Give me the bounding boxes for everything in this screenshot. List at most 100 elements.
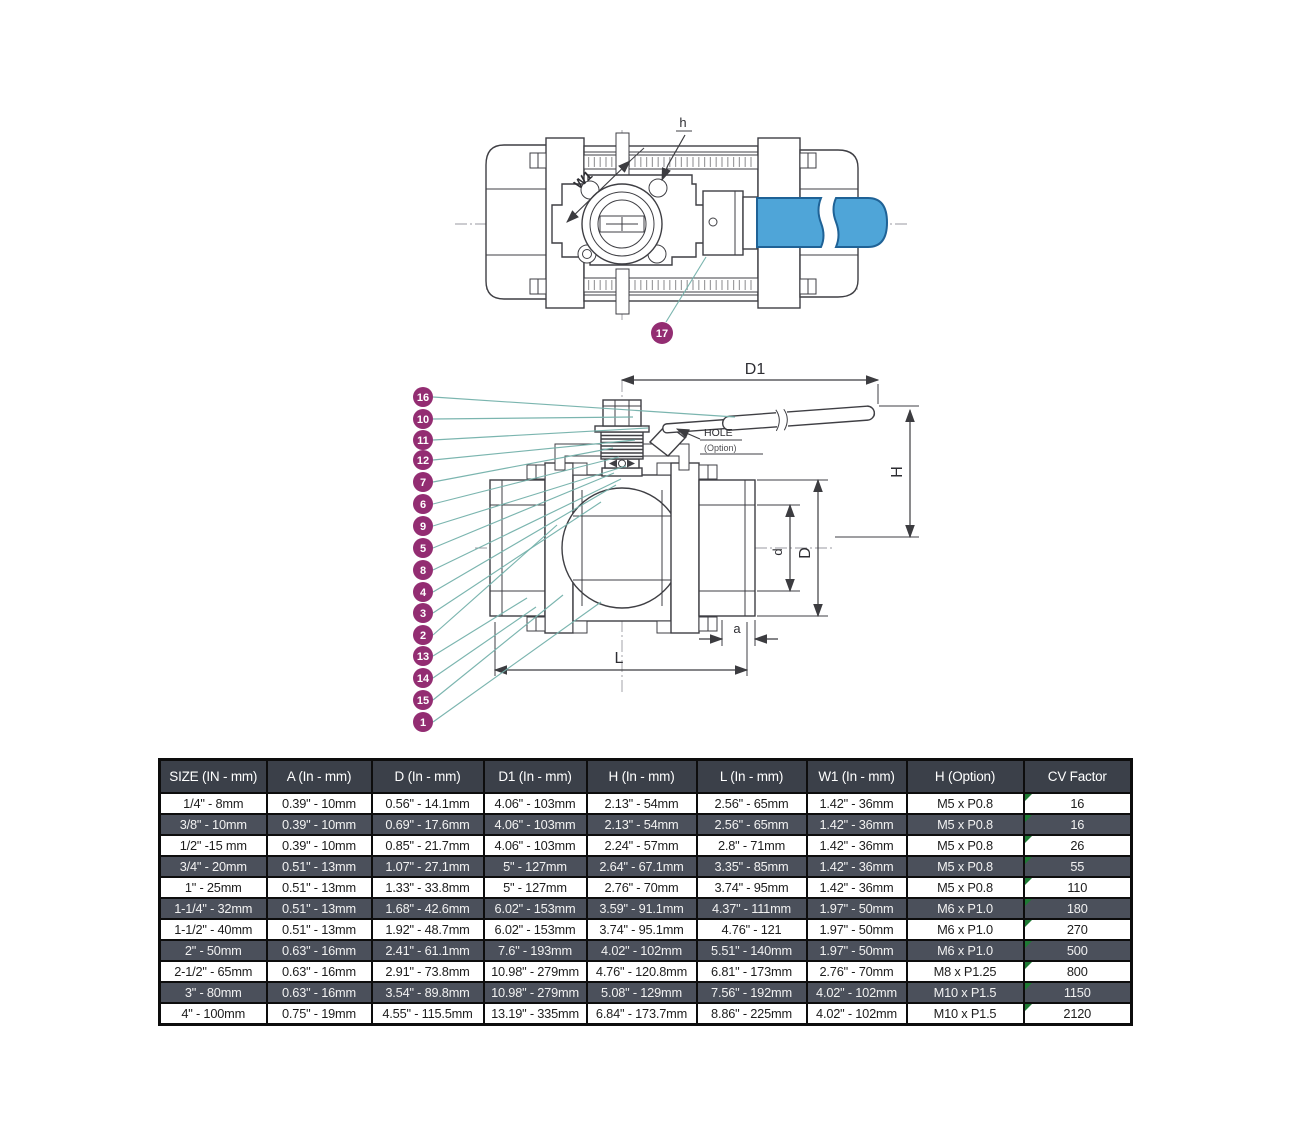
table-cell: 1.97" - 50mm xyxy=(805,918,908,941)
callout-badge xyxy=(413,625,433,645)
callout-number: 12 xyxy=(417,455,429,467)
cv-flag-triangle xyxy=(1024,815,1032,822)
table-cell: 1/4" - 8mm xyxy=(158,792,268,815)
valve-side-body xyxy=(489,462,756,634)
callout-leader-line xyxy=(432,456,620,505)
table-cell: 1.42" - 36mm xyxy=(805,792,908,815)
cv-factor-cell: 270 xyxy=(1022,918,1133,941)
callout-badge xyxy=(413,409,433,429)
callout-leader-line xyxy=(432,601,602,723)
table-cell: 2.91" - 73.8mm xyxy=(370,960,485,983)
callout-number: 13 xyxy=(417,651,429,663)
table-cell: 0.51" - 13mm xyxy=(265,918,373,941)
cv-factor-cell: 1150 xyxy=(1022,981,1133,1004)
callout-badge xyxy=(413,668,433,688)
header-cell: W1 (In - mm) xyxy=(805,758,908,794)
table-cell: 0.75" - 19mm xyxy=(265,1002,373,1026)
table-cell: 1.33" - 33.8mm xyxy=(370,876,485,899)
table-cell: 2.8" - 71mm xyxy=(695,834,808,857)
table-cell: 6.81" - 173mm xyxy=(695,960,808,983)
table-cell: 3/8" - 10mm xyxy=(158,813,268,836)
cv-flag-triangle xyxy=(1024,899,1032,906)
header-cell: CV Factor xyxy=(1022,758,1133,794)
table-cell: 7.6" - 193mm xyxy=(482,939,588,962)
table-cell: 2" - 50mm xyxy=(158,939,268,962)
callout-badge xyxy=(413,494,433,514)
table-cell: 2.24" - 57mm xyxy=(585,834,698,857)
callout-badge xyxy=(413,430,433,450)
spec-table: SIZE (IN - mm)A (In - mm)D (In - mm)D1 (… xyxy=(158,758,1133,1026)
cv-flag-triangle xyxy=(1024,920,1032,927)
header-cell: L (In - mm) xyxy=(695,758,808,794)
dim-label-d-small: d xyxy=(770,548,785,555)
callout-leader-line xyxy=(432,472,615,549)
callout-badge xyxy=(413,603,433,623)
handle-assembly-top xyxy=(702,190,889,256)
table-cell: 4.76" - 121 xyxy=(695,918,808,941)
callout-badge xyxy=(413,387,433,407)
table-cell: 3.35" - 85mm xyxy=(695,855,808,878)
dim-label-a: a xyxy=(733,621,741,636)
callout-leader-line xyxy=(432,501,602,614)
callout-number: 7 xyxy=(420,477,426,489)
table-cell: 3.59" - 91.1mm xyxy=(585,897,698,920)
table-cell: 4.06" - 103mm xyxy=(482,792,588,815)
table-cell: M5 x P0.8 xyxy=(905,855,1025,878)
table-cell: 4.06" - 103mm xyxy=(482,813,588,836)
table-cell: 2-1/2" - 65mm xyxy=(158,960,268,983)
cv-flag-triangle xyxy=(1024,983,1032,990)
callout-leader-line xyxy=(432,439,636,461)
table-cell: M5 x P0.8 xyxy=(905,834,1025,857)
table-cell: 6.84" - 173.7mm xyxy=(585,1002,698,1026)
callout-number: 8 xyxy=(420,565,426,577)
table-cell: 2.56" - 65mm xyxy=(695,792,808,815)
callout-number: 9 xyxy=(420,521,426,533)
callout-number: 15 xyxy=(417,695,429,707)
table-cell: 5" - 127mm xyxy=(482,855,588,878)
table-cell: 6.02" - 153mm xyxy=(482,918,588,941)
table-cell: 4" - 100mm xyxy=(158,1002,268,1026)
table-cell: 1.97" - 50mm xyxy=(805,939,908,962)
cv-factor-cell: 500 xyxy=(1022,939,1133,962)
hole-note-line2: (Option) xyxy=(704,443,737,453)
callout-badge xyxy=(413,516,433,536)
table-cell: 1" - 25mm xyxy=(158,876,268,899)
table-cell: 1.42" - 36mm xyxy=(805,834,908,857)
callout-leader-line xyxy=(432,427,649,441)
table-cell: M6 x P1.0 xyxy=(905,918,1025,941)
callout-number: 6 xyxy=(420,499,426,511)
header-cell: H (In - mm) xyxy=(585,758,698,794)
table-cell: M6 x P1.0 xyxy=(905,939,1025,962)
table-cell: M5 x P0.8 xyxy=(905,813,1025,836)
cv-factor-cell: 26 xyxy=(1022,834,1133,857)
callout-leader-line xyxy=(432,594,564,701)
table-cell: 7.56" - 192mm xyxy=(695,981,808,1004)
cv-flag-triangle xyxy=(1024,941,1032,948)
blue-handle-segment-1 xyxy=(756,197,825,248)
table-cell: 13.19" - 335mm xyxy=(482,1002,588,1026)
dim-h-hole: h xyxy=(661,115,692,182)
callout-badge xyxy=(413,560,433,580)
callout-leader-line xyxy=(432,416,634,420)
cv-factor-cell: 55 xyxy=(1022,855,1133,878)
table-cell: 0.51" - 13mm xyxy=(265,897,373,920)
hole-note-line1: HOLE xyxy=(704,427,733,439)
callout-badge xyxy=(413,450,433,470)
callout-leader-line xyxy=(432,484,617,593)
callout-number: 3 xyxy=(420,608,426,620)
table-cell: 2.56" - 65mm xyxy=(695,813,808,836)
table-cell: 1.97" - 50mm xyxy=(805,897,908,920)
table-cell: 1.42" - 36mm xyxy=(805,876,908,899)
table-cell: 2.64" - 67.1mm xyxy=(585,855,698,878)
callout-badge xyxy=(413,472,433,492)
table-cell: 4.06" - 103mm xyxy=(482,834,588,857)
table-cell: M6 x P1.0 xyxy=(905,897,1025,920)
table-cell: 0.69" - 17.6mm xyxy=(370,813,485,836)
